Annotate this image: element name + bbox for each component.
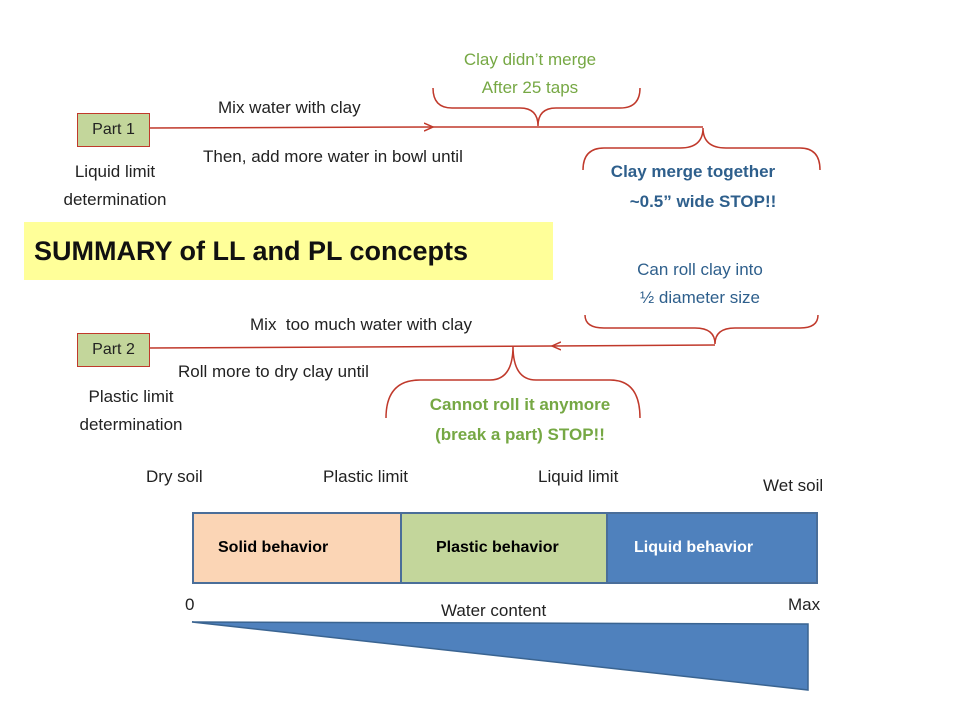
part1-label-line2: determination [63,190,167,209]
part2-stop-line2: (break a part) STOP!! [435,425,605,444]
part1-flow-line [148,127,433,128]
plastic-limit-label: Plastic limit [323,467,409,486]
part1-mix-text: Mix water with clay [218,98,361,117]
liquid-behavior-segment: Liquid behavior [608,512,818,584]
water-content-wedge [191,621,809,691]
liquid-limit-label: Liquid limit [538,467,619,486]
part1-stop-brace [582,127,821,171]
part1-box: Part 1 [77,113,150,147]
part1-fail-line2: After 25 taps [481,78,579,97]
wet-soil-label: Wet soil [763,476,824,495]
part2-label-line1: Plastic limit [88,387,174,406]
part1-fail-line1: Clay didn’t merge [463,50,597,69]
part2-roll-text: Roll more to dry clay until [178,362,369,381]
part1-stop-line1: Clay merge together [610,162,776,181]
part1-fail-brace [432,87,641,127]
part2-flow-line-2 [148,345,553,349]
part2-can-line2: ½ diameter size [640,288,760,307]
dry-soil-label: Dry soil [146,467,203,486]
part2-stop-line1: Cannot roll it anymore [429,395,611,414]
solid-behavior-segment: Solid behavior [192,512,400,584]
scale-zero-label: 0 [185,595,195,614]
solid-behavior-label: Solid behavior [218,539,329,556]
part2-box: Part 2 [77,333,150,367]
liquid-behavior-label: Liquid behavior [634,539,754,556]
part1-stop-line2: ~0.5” wide STOP!! [629,192,777,211]
part2-can-line1: Can roll clay into [637,260,763,279]
part2-label-line2: determination [79,415,183,434]
part2-stop-brace [385,345,641,419]
plastic-behavior-label: Plastic behavior [436,539,559,556]
scale-max-label: Max [788,595,821,614]
part2-can-brace [584,314,819,345]
plastic-behavior-segment: Plastic behavior [400,512,608,584]
water-content-label: Water content [441,601,547,620]
part1-label-line1: Liquid limit [74,162,156,181]
summary-title: SUMMARY of LL and PL concepts [24,222,553,280]
part2-flow-line [552,345,716,346]
part1-then-text: Then, add more water in bowl until [203,147,463,166]
part2-mix-text: Mix too much water with clay [250,315,473,334]
